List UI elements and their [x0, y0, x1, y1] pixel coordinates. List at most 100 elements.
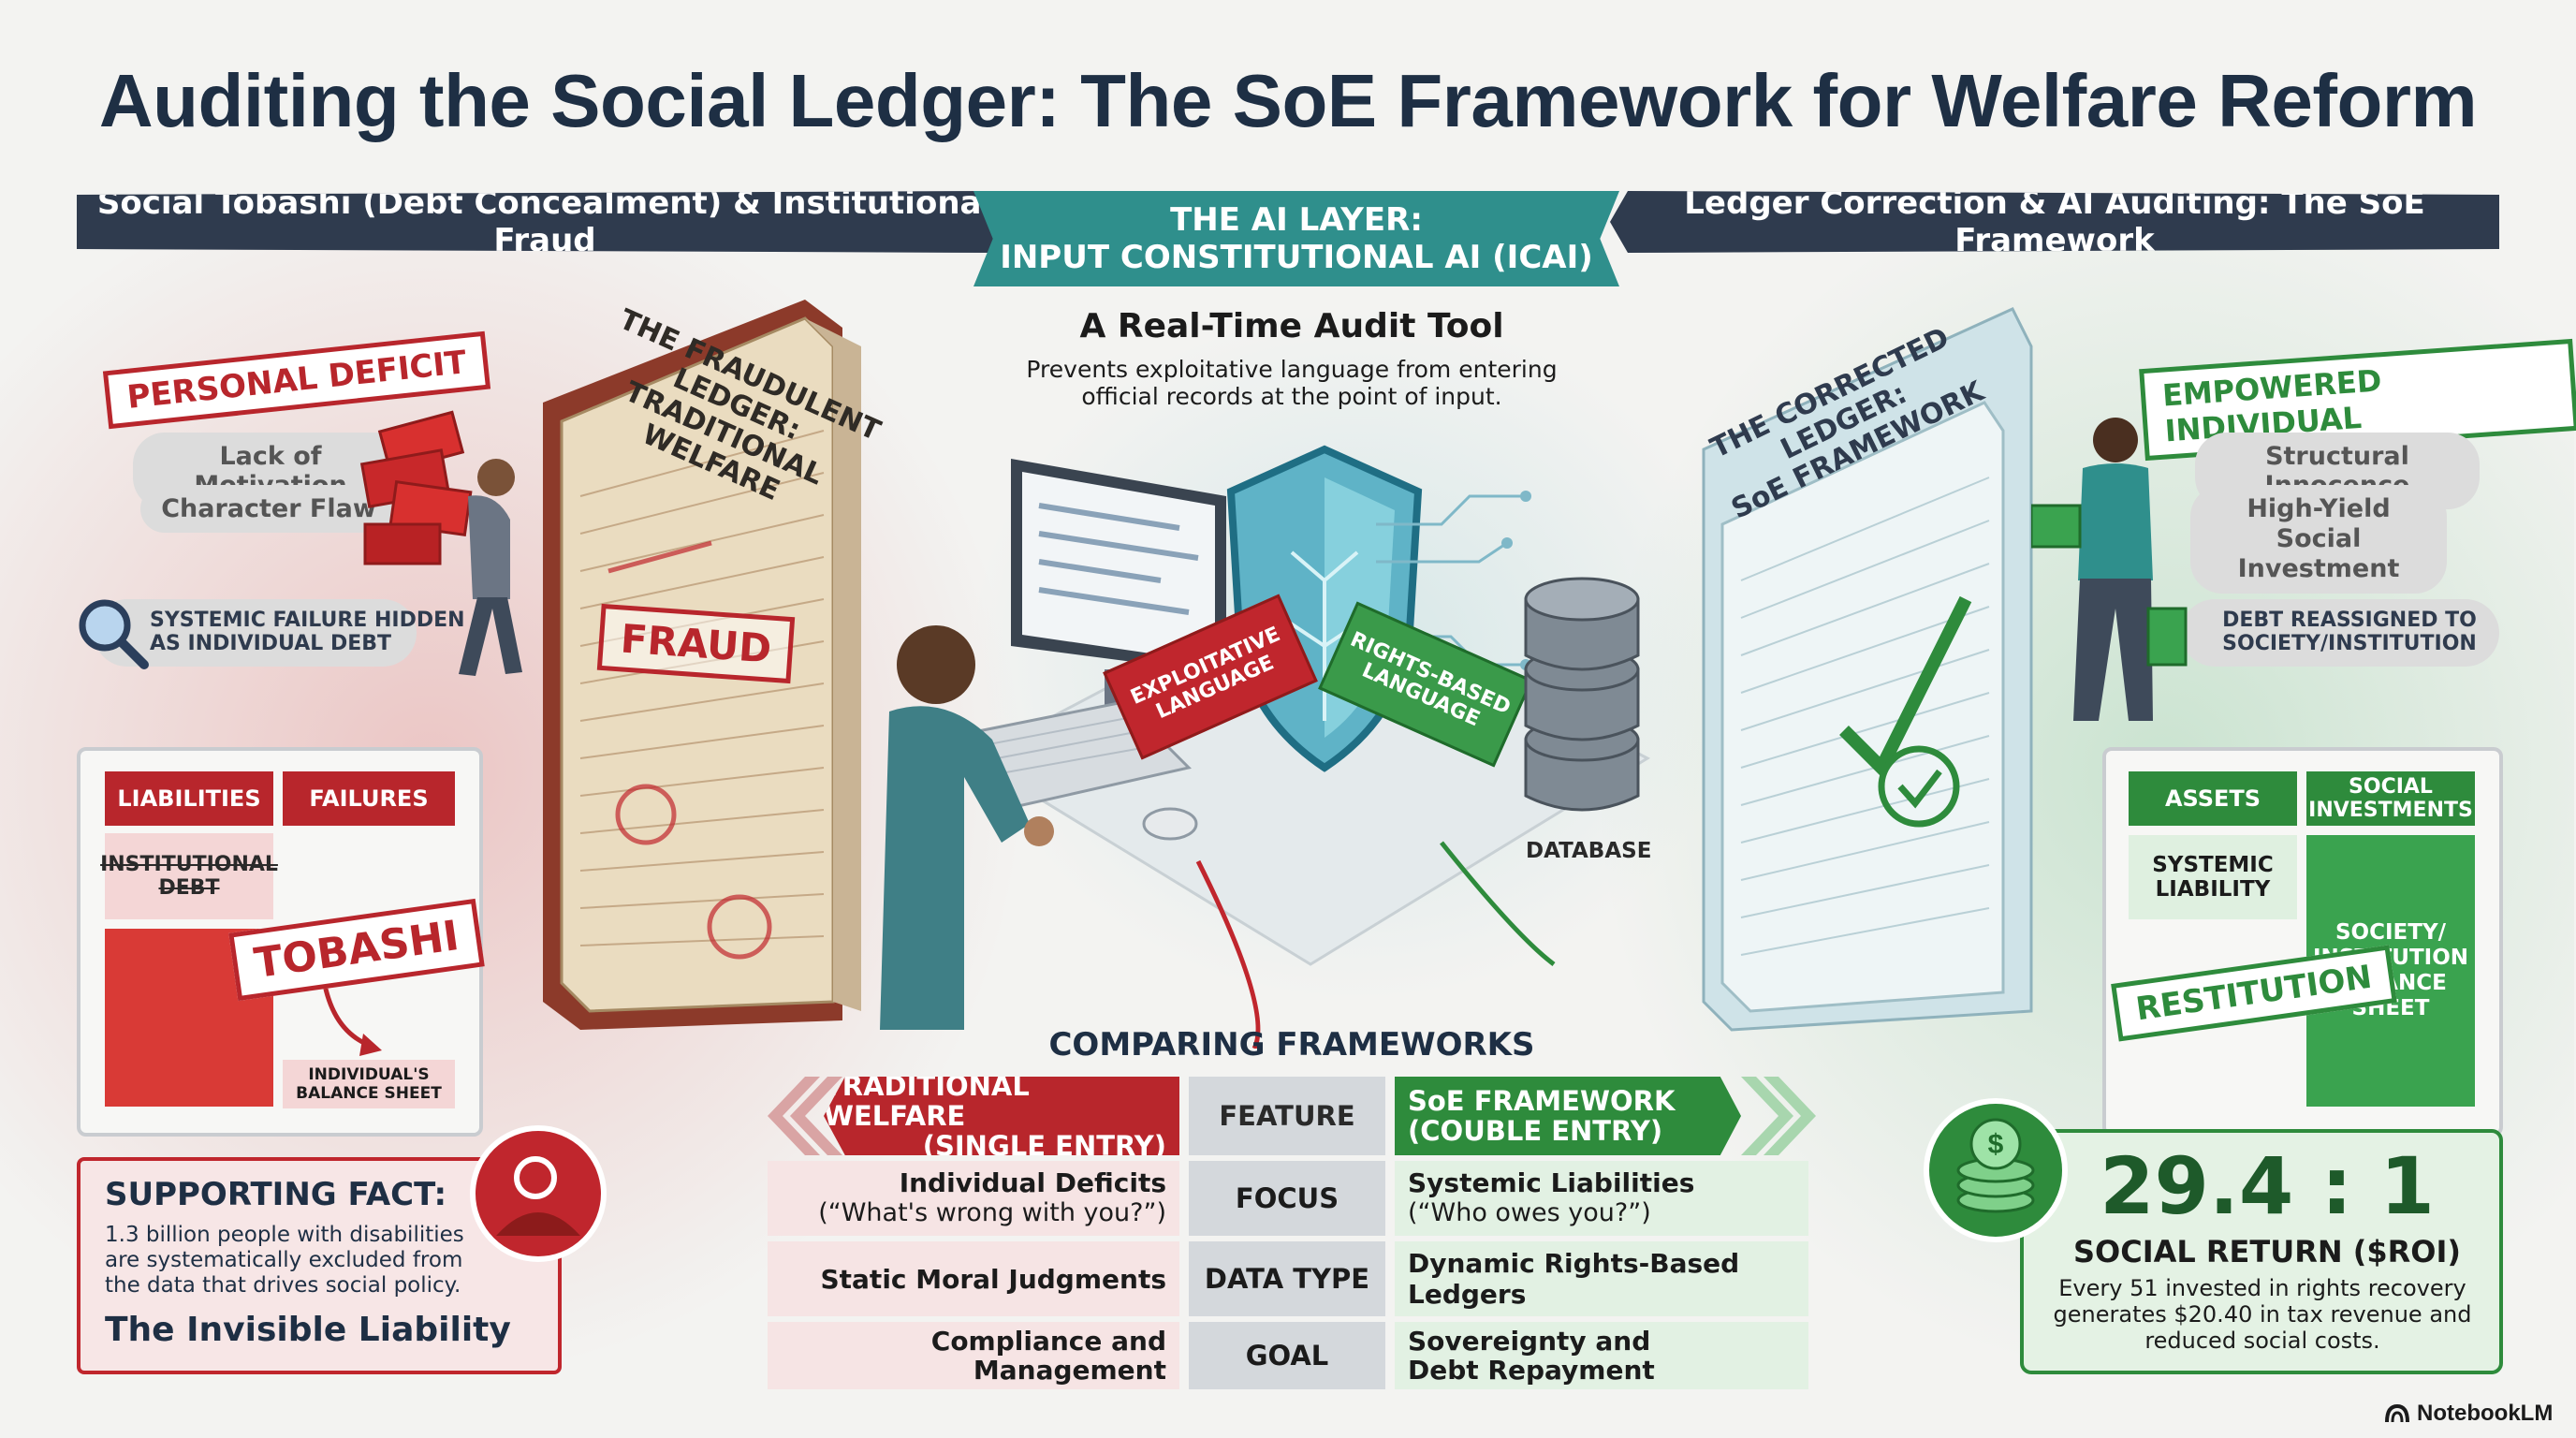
notebooklm-icon	[2385, 1403, 2409, 1423]
right-head-line2: (COUBLE ENTRY)	[1408, 1115, 1663, 1147]
arrow-down-icon	[315, 976, 389, 1064]
assets-header: ASSETS	[2129, 771, 2297, 826]
row-goal-feature: GOAL	[1189, 1322, 1385, 1389]
left-head-line1: TRADITIONAL WELFARE	[824, 1070, 1030, 1132]
row-data-left-line1: Static Moral Judgments	[820, 1263, 1166, 1295]
high-yield-line2: Investment	[2237, 554, 2400, 583]
database-icon	[1516, 562, 1647, 838]
row-focus-left-line1: Individual Deficits	[899, 1167, 1166, 1198]
institutional-debt-line1: INSTITUTIONAL	[100, 853, 278, 876]
center-banner-line1: THE AI LAYER:	[1170, 201, 1423, 239]
right-head-line1: SoE FRAMEWORK	[1408, 1085, 1676, 1117]
compare-heading: COMPARING FRAMEWORKS	[1048, 1026, 1535, 1064]
row-data-right: Dynamic Rights-Based Ledgers	[1395, 1241, 1808, 1316]
row-goal-right: Sovereignty and Debt Repayment	[1395, 1322, 1808, 1389]
row-focus-feature: FOCUS	[1189, 1161, 1385, 1236]
roi-line2: generates $20.40 in tax revenue and	[2053, 1301, 2472, 1328]
roi-line1: Every 51 invested in rights recovery	[2058, 1275, 2466, 1301]
magnifier-icon	[75, 595, 150, 675]
individual-balance-cell: INDIVIDUAL'S BALANCE SHEET	[283, 1060, 455, 1108]
balance-line1: INDIVIDUAL'S	[308, 1065, 430, 1084]
row-focus-right-line1: Systemic Liabilities	[1408, 1167, 1695, 1198]
high-yield-line1: High-Yield Social	[2247, 494, 2391, 553]
pill-high-yield-investment: High-Yield Social Investment	[2190, 485, 2447, 594]
row-goal-left: Compliance and Management	[768, 1322, 1179, 1389]
row-focus-left-line2: (“What's wrong with you?”)	[818, 1198, 1166, 1227]
hidden-debt-pill	[94, 599, 417, 667]
row-data-left: Static Moral Judgments	[768, 1241, 1179, 1316]
balance-line2: BALANCE SHEET	[296, 1084, 442, 1103]
fraud-stamp: FRAUD	[596, 603, 796, 684]
pill-character-flaw: Character Flaw	[140, 485, 397, 533]
supporting-fact-body: 1.3 billion people with disabilities are…	[105, 1223, 464, 1299]
liabilities-sheet: LIABILITIES FAILURES INSTITUTIONAL DEBT …	[77, 747, 483, 1137]
roi-ratio: 29.4 : 1	[2100, 1140, 2435, 1232]
compare-row-data-type: Static Moral Judgments DATA TYPE Dynamic…	[768, 1241, 1808, 1316]
missing-person-icon	[468, 1123, 608, 1269]
institutional-debt-line2: DEBT	[158, 876, 220, 900]
compare-feature-header: FEATURE	[1189, 1077, 1385, 1155]
failures-header: FAILURES	[283, 771, 455, 826]
audit-tool-heading: A Real-Time Audit Tool	[1079, 307, 1504, 345]
center-banner-line2: INPUT CONSTITUTIONAL AI (ICAI)	[1000, 239, 1593, 276]
notebooklm-label: NotebookLM	[2417, 1401, 2554, 1426]
compare-row-goal: Compliance and Management GOAL Sovereign…	[768, 1322, 1808, 1389]
social-investments-line1: SOCIAL	[2349, 775, 2433, 799]
page-title: Auditing the Social Ledger: The SoE Fram…	[98, 59, 2478, 142]
row-goal-right-line1: Sovereignty and	[1408, 1326, 1651, 1357]
roi-box: 29.4 : 1 SOCIAL RETURN ($ROI) Every 51 i…	[2020, 1129, 2503, 1374]
reassigned-line2: SOCIETY/INSTITUTION	[2222, 632, 2477, 655]
left-head-line2: (SINGLE ENTRY)	[922, 1130, 1166, 1162]
assets-sheet: ASSETS SOCIAL INVESTMENTS SYSTEMIC LIABI…	[2102, 747, 2503, 1137]
row-focus-right-line2: (“Who owes you?”)	[1408, 1198, 1651, 1227]
row-data-feature: DATA TYPE	[1189, 1241, 1385, 1316]
coin-stack-icon: $	[1921, 1095, 2071, 1250]
liabilities-header: LIABILITIES	[105, 771, 273, 826]
invisible-liability: The Invisible Liability	[105, 1311, 511, 1349]
supporting-fact-heading: SUPPORTING FACT:	[105, 1176, 447, 1213]
fact-line1: 1.3 billion people with disabilities	[105, 1223, 464, 1247]
audit-text-line2: official records at the point of input.	[1081, 383, 1502, 410]
systemic-liability-cell: SYSTEMIC LIABILITY	[2129, 835, 2297, 919]
burdened-person-icon	[356, 356, 543, 697]
left-banner-text: Social Tobashi (Debt Concealment) & Inst…	[96, 184, 993, 259]
right-banner-text: Ledger Correction & AI Auditing: The SoE…	[1684, 184, 2425, 259]
compare-right-chevrons	[1741, 1077, 1816, 1160]
audit-text-line1: Prevents exploitative language from ente…	[1026, 356, 1558, 383]
reassigned-line1: DEBT REASSIGNED TO	[2222, 609, 2477, 632]
row-data-right-line1: Dynamic Rights-Based Ledgers	[1408, 1248, 1740, 1310]
left-banner: Social Tobashi (Debt Concealment) & Inst…	[77, 191, 1013, 253]
compare-left-chevrons	[768, 1077, 842, 1160]
fact-line3: the data that drives social policy.	[105, 1273, 461, 1298]
reassigned-text: DEBT REASSIGNED TO SOCIETY/INSTITUTION	[2209, 609, 2490, 655]
row-goal-left-line1: Compliance and	[930, 1326, 1166, 1357]
roi-line3: reduced social costs.	[2144, 1328, 2380, 1354]
row-focus-left: Individual Deficits (“What's wrong with …	[768, 1161, 1179, 1236]
fact-line2: are systematically excluded from	[105, 1248, 463, 1272]
audit-tool-text: Prevents exploitative language from ente…	[1011, 356, 1573, 410]
person-at-computer-icon	[842, 618, 1067, 1034]
row-goal-right-line2: Debt Repayment	[1408, 1355, 1655, 1386]
systemic-line1: SYSTEMIC	[2152, 853, 2274, 877]
notebooklm-logo: NotebookLM	[2385, 1401, 2553, 1427]
systemic-line2: LIABILITY	[2155, 877, 2271, 902]
social-investments-header: SOCIAL INVESTMENTS	[2306, 771, 2475, 826]
compare-right-header: SoE FRAMEWORK (COUBLE ENTRY)	[1395, 1077, 1741, 1155]
society-line1: SOCIETY/	[2334, 920, 2446, 945]
row-focus-right: Systemic Liabilities (“Who owes you?”)	[1395, 1161, 1808, 1236]
row-goal-left-line2: Management	[973, 1355, 1166, 1386]
social-investments-line2: INVESTMENTS	[2308, 799, 2473, 822]
hidden-debt-line2: AS INDIVIDUAL DEBT	[150, 632, 392, 655]
empowered-person-icon	[2029, 412, 2190, 735]
database-label: DATABASE	[1526, 839, 1652, 863]
svg-text:$: $	[1988, 1129, 2004, 1160]
roi-label: SOCIAL RETURN ($ROI)	[2072, 1234, 2462, 1269]
hidden-debt-line1: SYSTEMIC FAILURE HIDDEN	[150, 609, 465, 632]
roi-text: Every 51 invested in rights recovery gen…	[2042, 1275, 2482, 1354]
hidden-debt-text: SYSTEMIC FAILURE HIDDEN AS INDIVIDUAL DE…	[150, 609, 465, 655]
center-banner: THE AI LAYER: INPUT CONSTITUTIONAL AI (I…	[973, 191, 1619, 286]
right-banner: Ledger Correction & AI Auditing: The SoE…	[1610, 191, 2499, 253]
compare-row-focus: Individual Deficits (“What's wrong with …	[768, 1161, 1808, 1236]
corrected-ledger-book	[1666, 300, 2041, 1053]
reassigned-pill	[2181, 599, 2499, 667]
